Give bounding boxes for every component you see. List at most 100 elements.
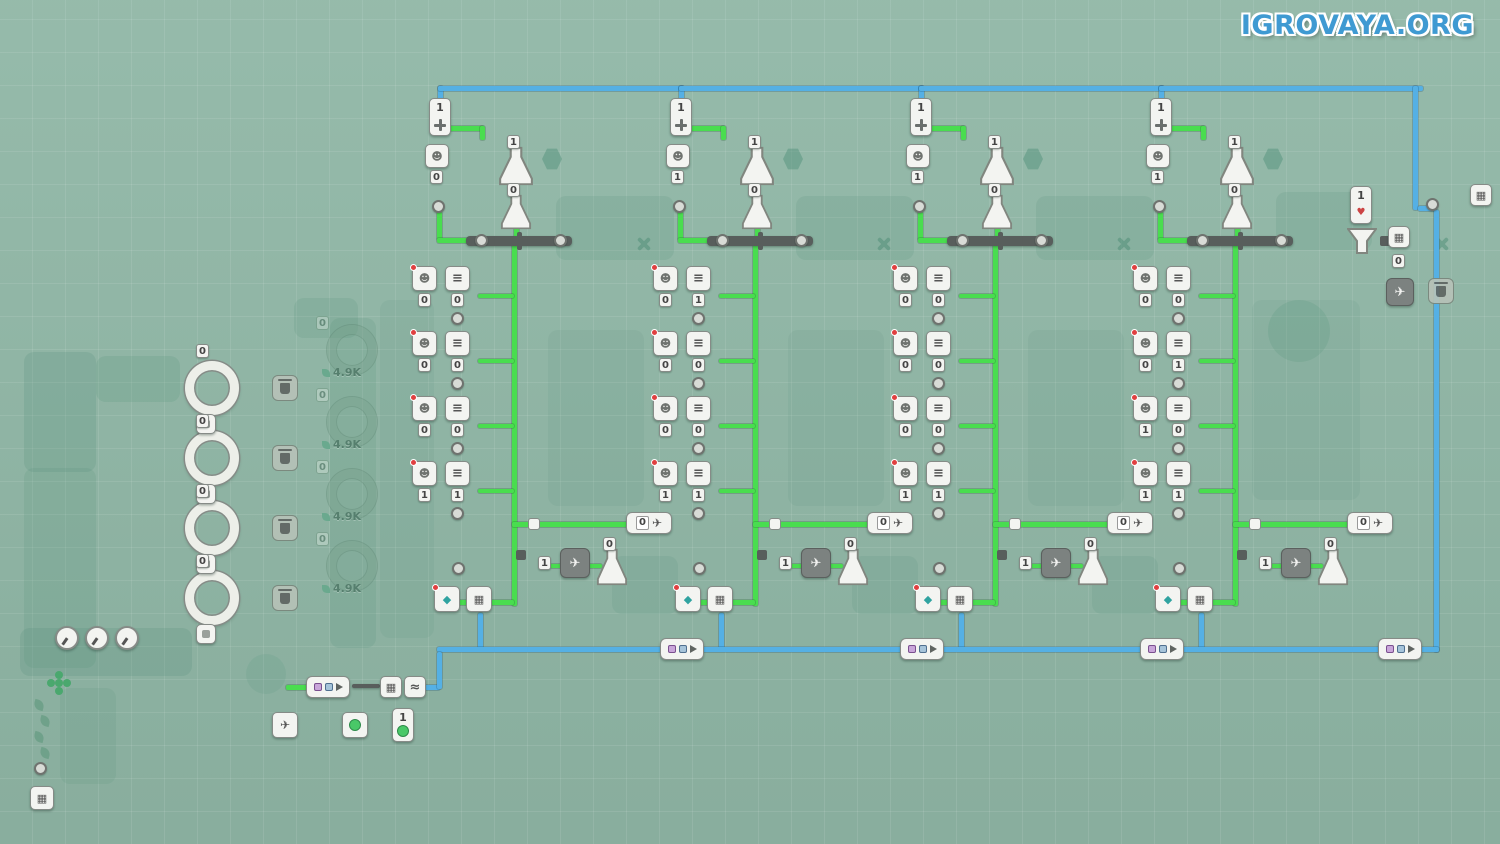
wire-green[interactable] — [959, 489, 995, 493]
plane-box[interactable]: ✈ — [1386, 278, 1414, 306]
connector-dot[interactable] — [1035, 234, 1048, 247]
cross-connector[interactable] — [510, 232, 528, 250]
connector-dot[interactable] — [692, 312, 705, 325]
grid-node[interactable]: ▦ — [1470, 184, 1492, 206]
wire-green[interactable] — [719, 359, 755, 363]
funnel-node[interactable] — [1346, 228, 1378, 254]
plane-box[interactable]: ✈ — [560, 548, 590, 578]
connector-dot[interactable] — [1172, 312, 1185, 325]
flask-node[interactable] — [837, 548, 869, 586]
wire-blue[interactable] — [959, 613, 964, 651]
sensor-row-node[interactable]: ☻ — [651, 329, 678, 356]
analyzer-node[interactable]: 1♥ — [1350, 186, 1372, 224]
wire-green[interactable] — [721, 126, 726, 140]
wire-blue[interactable] — [424, 685, 440, 690]
trash-button[interactable] — [272, 585, 298, 611]
wire-green[interactable] — [1199, 294, 1235, 298]
filter-node[interactable]: ≡ — [926, 461, 951, 486]
wire-blue[interactable] — [919, 86, 1164, 91]
wire-green[interactable] — [440, 126, 484, 131]
grid-node[interactable]: ▦ — [466, 586, 492, 612]
filter-node[interactable]: ≡ — [445, 266, 470, 291]
connector-dot[interactable] — [1275, 234, 1288, 247]
flask-node[interactable] — [1221, 194, 1253, 230]
wave-node[interactable]: ≈ — [404, 676, 426, 698]
wire-blue[interactable] — [478, 613, 483, 651]
connector-dot[interactable] — [932, 507, 945, 520]
dial-node[interactable] — [55, 626, 79, 650]
connector-dot[interactable] — [1426, 198, 1439, 211]
wire-blue[interactable] — [919, 86, 924, 104]
sensor-row-node[interactable]: ☻ — [410, 459, 437, 486]
wire-green[interactable] — [1233, 238, 1238, 606]
connector-dot[interactable] — [933, 562, 946, 575]
wire-green[interactable] — [286, 685, 308, 690]
cross-connector[interactable] — [991, 232, 1009, 250]
wire-green[interactable] — [478, 294, 514, 298]
wire-green[interactable] — [512, 238, 517, 606]
wire-green[interactable] — [437, 212, 442, 240]
connector-dot[interactable] — [452, 562, 465, 575]
wire-green[interactable] — [959, 359, 995, 363]
plane-pill[interactable]: 0✈ — [1107, 512, 1153, 534]
wire-green[interactable] — [921, 126, 965, 131]
sensor-row-node[interactable]: ☻ — [651, 459, 678, 486]
wire-green[interactable] — [719, 489, 755, 493]
connector-dot[interactable] — [932, 442, 945, 455]
sensor-row-node[interactable]: ☻ — [410, 329, 437, 356]
wire-green[interactable] — [959, 294, 995, 298]
counter-node[interactable]: 1 — [429, 98, 451, 136]
sensor-row-node[interactable]: ☻ — [891, 329, 918, 356]
sensor-row-node[interactable]: ☻ — [410, 264, 437, 291]
plane-node[interactable]: ✈ — [272, 712, 298, 738]
flask-node[interactable] — [979, 146, 1015, 186]
connector-dot[interactable] — [795, 234, 808, 247]
wire-blue[interactable] — [719, 613, 724, 651]
counter-node[interactable]: 1 — [1150, 98, 1172, 136]
wire-green[interactable] — [478, 424, 514, 428]
plane-box[interactable]: ✈ — [1041, 548, 1071, 578]
filter-node[interactable]: ≡ — [686, 396, 711, 421]
connector-dot[interactable] — [554, 234, 567, 247]
connector-dot[interactable] — [913, 200, 926, 213]
trash-button[interactable] — [1428, 278, 1454, 304]
sensor-row-node[interactable]: ☻ — [891, 394, 918, 421]
wire-green[interactable] — [1161, 126, 1205, 131]
wire-blue[interactable] — [679, 86, 924, 91]
junction-node[interactable] — [1009, 518, 1021, 530]
wire-green[interactable] — [678, 212, 683, 240]
dial-node[interactable] — [85, 626, 109, 650]
gem-node[interactable]: ◆ — [1153, 584, 1181, 612]
flask-node[interactable] — [500, 194, 532, 230]
wire-green[interactable] — [1233, 522, 1351, 527]
connector-dot[interactable] — [451, 377, 464, 390]
belt-ring[interactable] — [185, 361, 239, 415]
sensor-row-node[interactable]: ☻ — [891, 264, 918, 291]
filter-node[interactable]: ≡ — [686, 461, 711, 486]
reader-node[interactable] — [196, 624, 216, 644]
connector-dot[interactable] — [1172, 507, 1185, 520]
flask-node[interactable] — [981, 194, 1013, 230]
signal-pill[interactable] — [900, 638, 944, 660]
wire-green[interactable] — [1201, 126, 1206, 140]
grid-node[interactable]: ▦ — [380, 676, 402, 698]
wire-green[interactable] — [1199, 359, 1235, 363]
filter-node[interactable]: ≡ — [445, 331, 470, 356]
filter-node[interactable]: ≡ — [1166, 396, 1191, 421]
connector-dot[interactable] — [475, 234, 488, 247]
wire-blue[interactable] — [1159, 86, 1423, 91]
connector-dot[interactable] — [692, 442, 705, 455]
wire-blue[interactable] — [1434, 210, 1439, 652]
filter-node[interactable]: ≡ — [926, 331, 951, 356]
gem-node[interactable]: ◆ — [913, 584, 941, 612]
flask-node[interactable] — [741, 194, 773, 230]
connector-dot[interactable] — [932, 312, 945, 325]
signal-pill[interactable] — [660, 638, 704, 660]
connector-dot[interactable] — [1173, 562, 1186, 575]
sensor-node[interactable]: ☻ — [1146, 144, 1170, 168]
sensor-node[interactable]: ☻ — [425, 144, 449, 168]
trash-button[interactable] — [272, 515, 298, 541]
wire-green[interactable] — [1199, 424, 1235, 428]
cross-connector[interactable] — [1231, 232, 1249, 250]
connector-dot[interactable] — [716, 234, 729, 247]
